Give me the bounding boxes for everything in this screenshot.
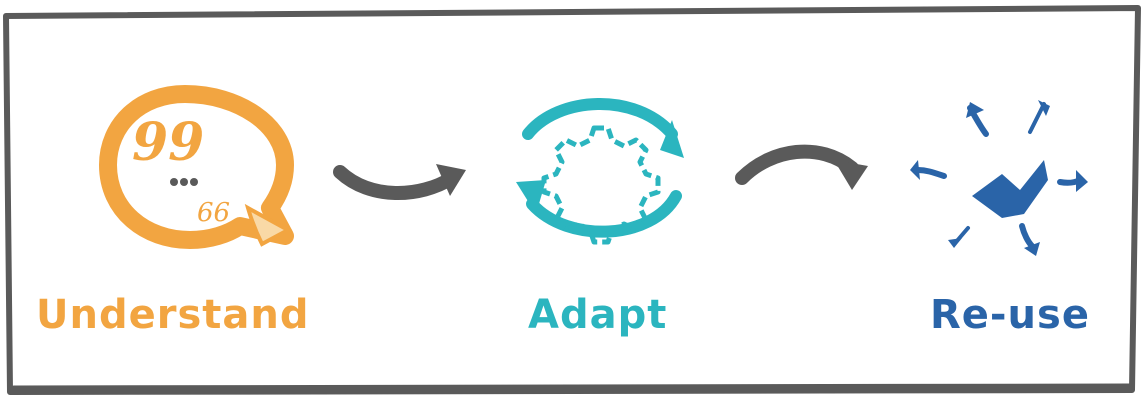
step-label-adapt: Adapt bbox=[528, 292, 668, 338]
step-label-reuse: Re-use bbox=[930, 292, 1090, 338]
gear-cycle-icon bbox=[516, 98, 684, 245]
step-label-understand: Understand bbox=[36, 292, 310, 338]
speech-bubble-quote-icon: 99 66 bbox=[99, 85, 294, 249]
frame-border-shadow bbox=[11, 383, 1133, 391]
frame-border bbox=[3, 5, 1141, 395]
svg-text:99: 99 bbox=[132, 112, 204, 173]
arrow-right-icon bbox=[333, 164, 466, 200]
svg-text:66: 66 bbox=[197, 198, 230, 228]
arrow-right-icon bbox=[735, 144, 868, 190]
checkmark-spread-arrows-icon bbox=[910, 100, 1088, 256]
